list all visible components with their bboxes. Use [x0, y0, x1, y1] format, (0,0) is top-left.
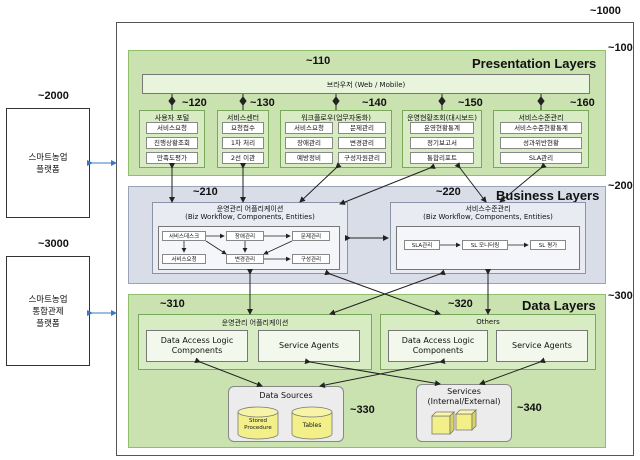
ops-inner-links: [181, 233, 293, 262]
others-dal-box: [388, 330, 488, 362]
svc-item: SLA관리: [404, 240, 440, 250]
ref-150: ~150: [458, 97, 483, 109]
platform-b-label-3: 플랫폼: [36, 319, 60, 329]
portal-item: 진행상황조회: [146, 137, 198, 149]
svc-item: SL 모니터링: [462, 240, 508, 250]
others-dal-label-1: Data Access Logic: [401, 336, 475, 345]
ops-item: 서비스요청: [162, 254, 206, 264]
others-agents-box: [496, 330, 588, 362]
ref-110: ~110: [306, 55, 331, 67]
ops-dal-label-2: Components: [171, 346, 223, 355]
svc-level-subtitle: (Biz Workflow, Components, Entities): [423, 213, 553, 221]
dashboard-title: 운영현황조회(대시보드): [407, 114, 477, 122]
svc-item: SL 평가: [530, 240, 566, 250]
smart-farm-control-platform: 스마트농업 통합관제 플랫폼: [6, 256, 90, 366]
ref-200: ~200: [608, 180, 633, 192]
others-title: Others: [476, 318, 500, 326]
ops-app-subtitle: (Biz Workflow, Components, Entities): [185, 213, 315, 221]
ref-330: ~330: [350, 404, 375, 416]
tables-db-icon: [291, 406, 333, 440]
ops-agents-label: Service Agents: [279, 341, 339, 350]
ref-160: ~160: [570, 97, 595, 109]
ops-item: 문제관리: [292, 231, 330, 241]
browser-label: 브라우저 (Web / Mobile): [326, 81, 406, 89]
portal-item: 서비스요청: [146, 122, 198, 134]
sla-item: 서비스수준현황통계: [500, 122, 582, 134]
service-center-item: 요청접수: [222, 122, 264, 134]
workflow-item: 서비스요청: [285, 122, 333, 134]
platform-a-label-1: 스마트농업: [28, 153, 68, 163]
data-source-links: [194, 357, 546, 388]
platform-b-label-2: 통합관제: [32, 307, 64, 317]
ref-310: ~310: [160, 298, 185, 310]
ops-item: 장애관리: [226, 231, 264, 241]
ref-1000: ~1000: [590, 5, 621, 17]
ops-item: 변경관리: [226, 254, 264, 264]
ref-320: ~320: [448, 298, 473, 310]
service-center-title: 서비스센터: [226, 114, 260, 122]
presentation-layer-title: Presentation Layers: [472, 56, 597, 71]
ops-dal-box: [146, 330, 248, 362]
ref-120: ~120: [182, 97, 207, 109]
dashboard-item: 정기보고서: [410, 137, 474, 149]
ops-app-title: 운영관리 어플리케이션: [216, 205, 284, 213]
ops-item: 서비스데스크: [162, 231, 206, 241]
squiggle-icon: ~: [590, 5, 597, 17]
services-label-1: Services: [447, 387, 481, 396]
others-agents-label: Service Agents: [512, 341, 572, 350]
platform-a-label-2: 플랫폼: [36, 165, 60, 175]
dashboard-item: 운영현황통계: [410, 122, 474, 134]
ops-item: 구성관리: [292, 254, 330, 264]
ref-130: ~130: [250, 97, 275, 109]
service-center-item: 1차 처리: [222, 137, 264, 149]
browser-module-links: [168, 94, 545, 110]
portal-title: 사용자 포털: [154, 114, 190, 122]
svc-level-title: 서비스수준관리: [465, 205, 511, 213]
presentation-business-links: [169, 162, 547, 205]
smart-farm-platform: 스마트농업 플랫폼: [6, 108, 90, 218]
workflow-title: 워크플로우(업무자동화): [301, 114, 371, 122]
data-sources-title: Data Sources: [259, 391, 313, 400]
sla-title: 서비스수준관리: [518, 114, 564, 122]
sla-item: 성과위반현황: [500, 137, 582, 149]
workflow-item: 문제관리: [338, 122, 386, 134]
stored-procedure-label-2: Procedure: [244, 425, 272, 431]
ref-300: ~300: [608, 290, 633, 302]
others-dal-label-2: Components: [412, 346, 464, 355]
dashboard-item: 통합리포트: [410, 152, 474, 164]
services-label-2: (Internal/External): [427, 397, 501, 406]
ref-340: ~340: [517, 402, 542, 414]
business-data-links: [247, 269, 491, 316]
browser-box: [142, 74, 590, 94]
ref-2000: ~2000: [38, 90, 69, 102]
tables-label: Tables: [302, 422, 322, 429]
ref-140: ~140: [362, 97, 387, 109]
services-cubes-icon: [431, 409, 477, 435]
data-layer-title: Data Layers: [522, 298, 596, 313]
ops-dal-label-1: Data Access Logic: [160, 336, 234, 345]
workflow-item: 변경관리: [338, 137, 386, 149]
ops-data-title: 운영관리 어플리케이션: [221, 319, 289, 327]
stored-procedure-label-1: Stored: [248, 418, 268, 424]
ref-210: ~210: [193, 186, 218, 198]
platform-b-label-1: 스마트농업: [28, 295, 68, 305]
stored-procedure-db-icon: [237, 406, 279, 440]
workflow-item: 예방정비: [285, 152, 333, 164]
ref-3000: ~3000: [38, 238, 69, 250]
ref-100: ~100: [608, 42, 633, 54]
workflow-item: 장애관리: [285, 137, 333, 149]
